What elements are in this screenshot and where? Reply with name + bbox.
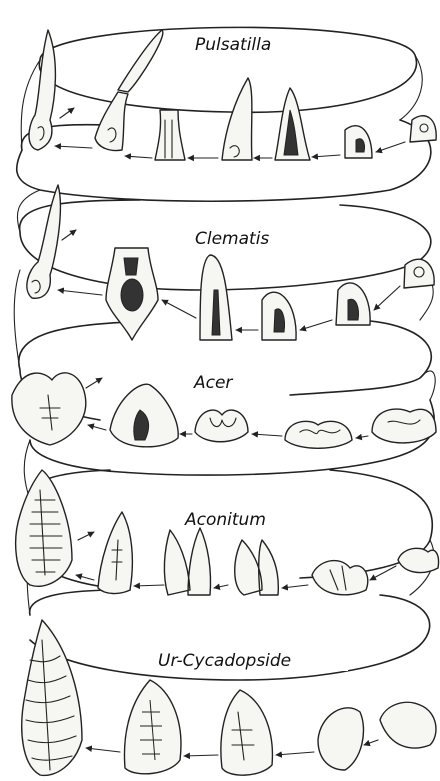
pulsatilla-carpel-1 (29, 30, 55, 150)
ur-cycadopside-leaf-5 (380, 702, 436, 748)
aconitum-carpel-5 (312, 561, 368, 595)
aconitum-carpel-3 (164, 528, 210, 595)
pulsatilla-carpel-2 (118, 30, 163, 92)
pulsatilla-carpel-3 (155, 110, 185, 160)
label-pulsatilla: Pulsatilla (195, 35, 271, 55)
pulsatilla-carpel-4 (222, 78, 252, 160)
row-aconitum (16, 470, 439, 595)
aconitum-carpel-1 (16, 470, 72, 586)
pulsatilla-carpel-7 (410, 116, 436, 142)
aconitum-carpel-2 (98, 512, 132, 594)
acer-carpel-1 (12, 373, 86, 445)
acer-carpel-4 (285, 421, 352, 448)
acer-carpel-3 (195, 410, 248, 442)
ur-cycadopside-leaf-4 (318, 708, 364, 770)
label-aconitum: Aconitum (184, 510, 266, 530)
label-clematis: Clematis (195, 229, 269, 249)
clematis-carpel-6 (404, 259, 434, 288)
aconitum-carpel-6 (398, 548, 439, 572)
ur-cycadopside-leaf-3 (221, 690, 273, 775)
aconitum-carpel-4 (235, 540, 279, 595)
row-ur-cycadopside (22, 620, 436, 775)
spiral-rings (14, 27, 435, 680)
label-ur-cycadopside: Ur-Cycadopside (158, 651, 291, 671)
label-acer: Acer (193, 373, 233, 393)
clematis-carpel-1 (27, 185, 61, 298)
acer-carpel-5 (372, 409, 436, 443)
ur-cycadopside-leaf-1 (22, 620, 82, 775)
